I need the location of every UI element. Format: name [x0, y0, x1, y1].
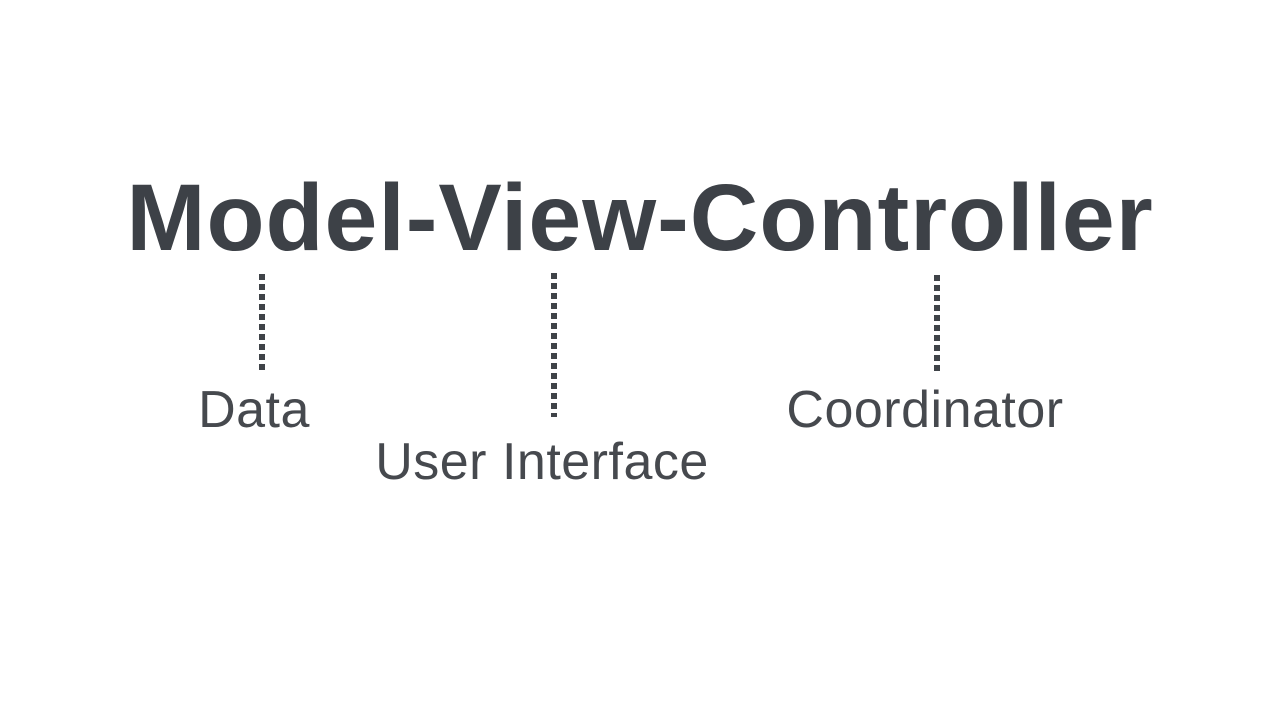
dotted-connector-data [259, 274, 265, 371]
label-data: Data [198, 381, 310, 439]
label-user-interface: User Interface [375, 433, 709, 491]
slide-title: Model-View-Controller [126, 165, 1154, 271]
dotted-connector-user-interface [551, 273, 557, 417]
label-coordinator: Coordinator [786, 381, 1064, 439]
dotted-connector-coordinator [934, 275, 940, 371]
